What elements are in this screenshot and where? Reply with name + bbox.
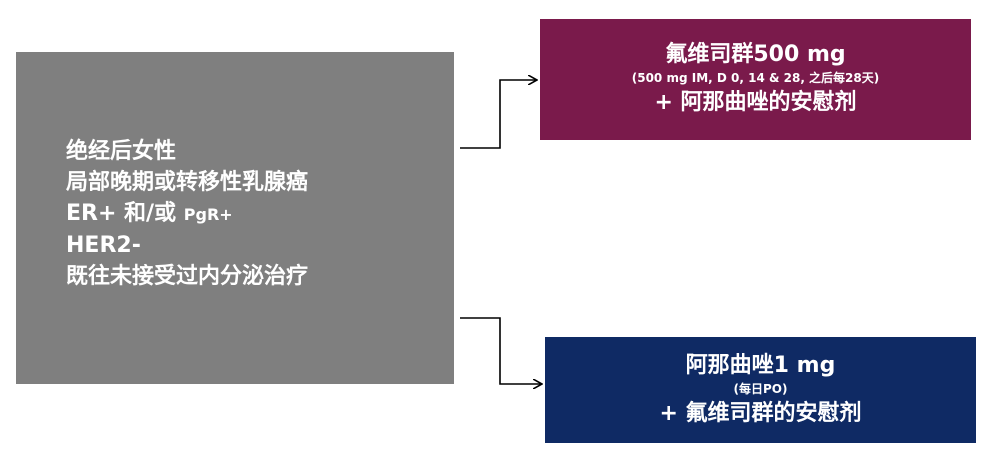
criteria-postmenopausal: 绝经后女性 — [66, 139, 177, 164]
criteria-her2: HER2- — [66, 233, 141, 258]
arm-placebo-combo: + 氟维司群的安慰剂 — [659, 400, 862, 426]
criteria-receptor-status: ER+ 和/或 PgR+ — [66, 198, 454, 230]
eligibility-criteria-box: 绝经后女性 局部晚期或转移性乳腺癌 ER+ 和/或 PgR+ HER2- 既往未… — [16, 52, 454, 384]
criteria-er: ER+ 和/或 — [66, 201, 184, 226]
criteria-no-prior-endocrine: 既往未接受过内分泌治疗 — [66, 264, 309, 289]
arm-title: 氟维司群500 mg — [665, 42, 846, 67]
arrow-to-anastrozole-arm — [460, 317, 541, 384]
arm-title: 阿那曲唑1 mg — [685, 352, 836, 378]
arrow-to-fulvestrant-arm — [460, 80, 536, 149]
criteria-pgr: PgR+ — [183, 205, 233, 224]
fulvestrant-arm-box: 氟维司群500 mg (500 mg IM, D 0, 14 & 28, 之后每… — [540, 19, 971, 140]
arm-dosing-detail: (每日PO) — [733, 381, 788, 396]
arm-placebo-combo: + 阿那曲唑的安慰剂 — [654, 90, 857, 115]
anastrozole-arm-box: 阿那曲唑1 mg (每日PO) + 氟维司群的安慰剂 — [545, 337, 976, 443]
arm-dosing-detail: (500 mg IM, D 0, 14 & 28, 之后每28天) — [631, 71, 880, 85]
criteria-advanced-breast-cancer: 局部晚期或转移性乳腺癌 — [66, 170, 309, 195]
